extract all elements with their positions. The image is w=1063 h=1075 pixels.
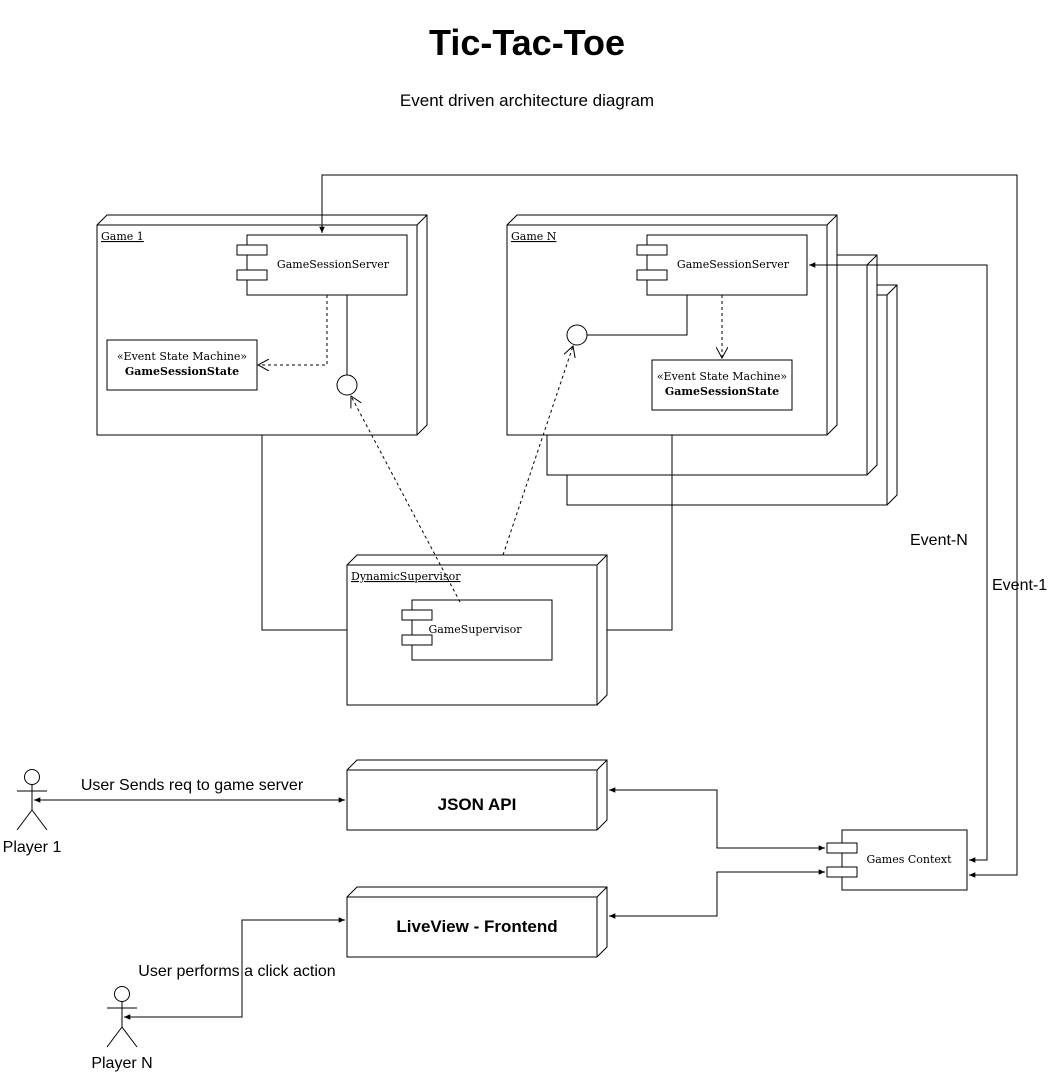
games-context-label: Games Context (866, 853, 952, 866)
event-1-connector (319, 174, 1018, 878)
game-1-state-stereotype: «Event State Machine» (117, 350, 247, 363)
player-1-action-label: User Sends req to game server (81, 777, 304, 794)
liveview-context-connector (609, 869, 825, 919)
player-n-label: Player N (91, 1055, 152, 1072)
event-1-label: Event-1 (992, 577, 1047, 594)
event-n-label: Event-N (910, 532, 968, 549)
game-1-session-server-label: GameSessionServer (277, 258, 390, 271)
game-n-interface-icon (566, 324, 588, 346)
diagram-title: Tic-Tac-Toe (429, 22, 625, 63)
player-1-actor-icon (16, 769, 48, 831)
game-1-server-to-state-dep (258, 295, 328, 365)
game-1-label: Game 1 (101, 230, 144, 243)
diagram-subtitle: Event driven architecture diagram (400, 91, 654, 110)
player-1-label: Player 1 (3, 839, 62, 856)
liveview-label: LiveView - Frontend (396, 917, 557, 936)
game-1-state-machine (106, 339, 258, 391)
game-n-state-name: GameSessionState (665, 385, 779, 398)
game-1-interface-icon (336, 374, 358, 396)
player-n-action-label: User performs a click action (138, 963, 335, 980)
event-n-connector (809, 262, 988, 863)
json-api-label: JSON API (438, 795, 517, 814)
game-n-session-server-label: GameSessionServer (677, 258, 790, 271)
liveview-node (346, 886, 608, 958)
game-n-state-stereotype: «Event State Machine» (657, 370, 787, 383)
game-1-state-name: GameSessionState (125, 365, 239, 378)
game-1-to-supervisor-link (261, 435, 347, 631)
game-n-label: Game N (511, 230, 557, 243)
game-supervisor-label: GameSupervisor (429, 623, 523, 636)
player-n-click-connector (124, 917, 345, 1020)
json-api-context-connector (609, 787, 825, 851)
dynamic-supervisor-label: DynamicSupervisor (351, 570, 461, 583)
